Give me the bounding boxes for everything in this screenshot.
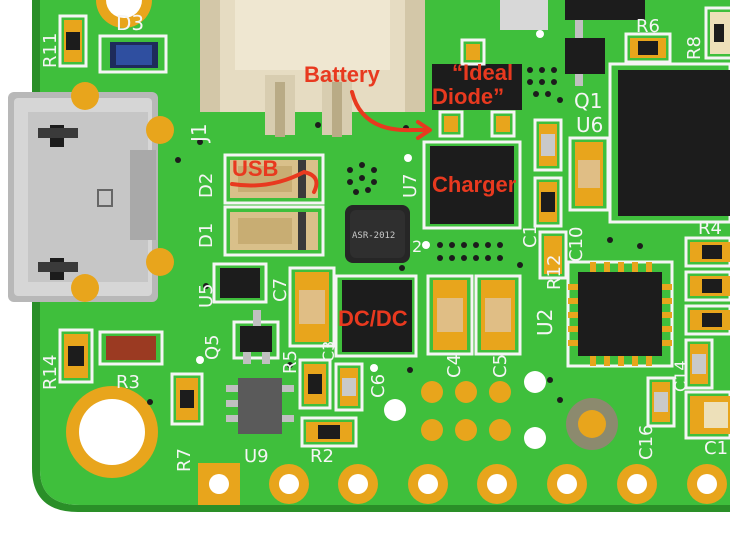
diode-d1	[223, 205, 325, 257]
label-r3: R3	[116, 372, 140, 393]
inductor-asr-2012	[345, 205, 410, 263]
label-c4: C4	[444, 354, 465, 378]
label-c1b: C1	[704, 438, 728, 459]
label-c3: C3	[319, 341, 338, 362]
capacitor-c5	[474, 274, 522, 356]
diode-d3	[98, 34, 168, 74]
label-u6: U6	[576, 113, 603, 137]
label-u9: U9	[244, 446, 269, 467]
label-r12: R12	[544, 255, 565, 290]
label-r4: R4	[698, 218, 722, 239]
diode-d2	[223, 153, 325, 205]
battery-connector-j1	[200, 0, 425, 137]
ic-u2	[566, 260, 674, 368]
arrow-usb-to-charger	[230, 169, 319, 194]
charger-ic-u7	[422, 140, 522, 230]
resistor-r8	[704, 6, 730, 60]
mounting-hole	[66, 386, 158, 478]
label-q5: Q5	[202, 334, 223, 360]
label-d2: D2	[196, 173, 217, 198]
capacitor-u6	[533, 118, 563, 172]
capacitor-c4	[426, 274, 474, 356]
dcdc-converter-ic	[334, 274, 418, 358]
label-c10: C10	[566, 227, 587, 262]
arrow-battery-to-charger	[350, 90, 430, 133]
annotation-battery: Battery	[304, 62, 381, 87]
label-pin2: 2	[412, 237, 422, 256]
label-c6: C6	[368, 374, 389, 398]
label-j1: J1	[187, 123, 211, 144]
inductor-marking: ASR-2012	[352, 231, 395, 241]
annotation-dcdc: DC/DC	[338, 306, 408, 331]
label-r2: R2	[310, 446, 334, 467]
annotation-charger: Charger	[432, 172, 517, 197]
label-r7: R7	[174, 448, 195, 472]
label-c5: C5	[490, 354, 511, 378]
label-u7: U7	[400, 173, 421, 198]
ic-u5	[212, 262, 268, 304]
label-r11: R11	[40, 33, 61, 68]
label-c7: C7	[270, 278, 291, 302]
capacitor-c10	[568, 136, 610, 212]
resistor-r4-stack	[684, 236, 730, 336]
resistor-r6	[624, 32, 672, 64]
capacitor-c7	[288, 266, 336, 348]
label-c14: C14	[671, 360, 690, 392]
label-q1: Q1	[574, 89, 602, 113]
resistor-r11	[58, 14, 88, 68]
label-r8: R8	[684, 36, 705, 60]
annotation-ideal-diode-line1: “Ideal	[452, 60, 513, 85]
micro-usb-connector	[8, 92, 158, 302]
header-pins	[198, 463, 727, 505]
transistor-q5	[232, 310, 280, 364]
microcontroller	[608, 62, 730, 224]
label-r14: R14	[40, 355, 61, 390]
label-r6: R6	[636, 16, 660, 37]
capacitor-c1	[533, 176, 563, 228]
label-r5: R5	[280, 350, 301, 374]
mosfet-ideal-diode	[432, 38, 522, 138]
ic-u9	[226, 378, 294, 434]
label-u2: U2	[533, 309, 557, 336]
label-d1: D1	[196, 223, 217, 248]
annotation-ideal-diode-line2: Diode”	[432, 84, 504, 109]
label-c16: C16	[636, 425, 657, 460]
label-u5: U5	[196, 283, 217, 308]
test-pads	[384, 371, 546, 449]
annotation-usb: USB	[232, 156, 278, 181]
label-d3: D3	[116, 11, 144, 35]
label-c1: C1	[520, 224, 541, 248]
